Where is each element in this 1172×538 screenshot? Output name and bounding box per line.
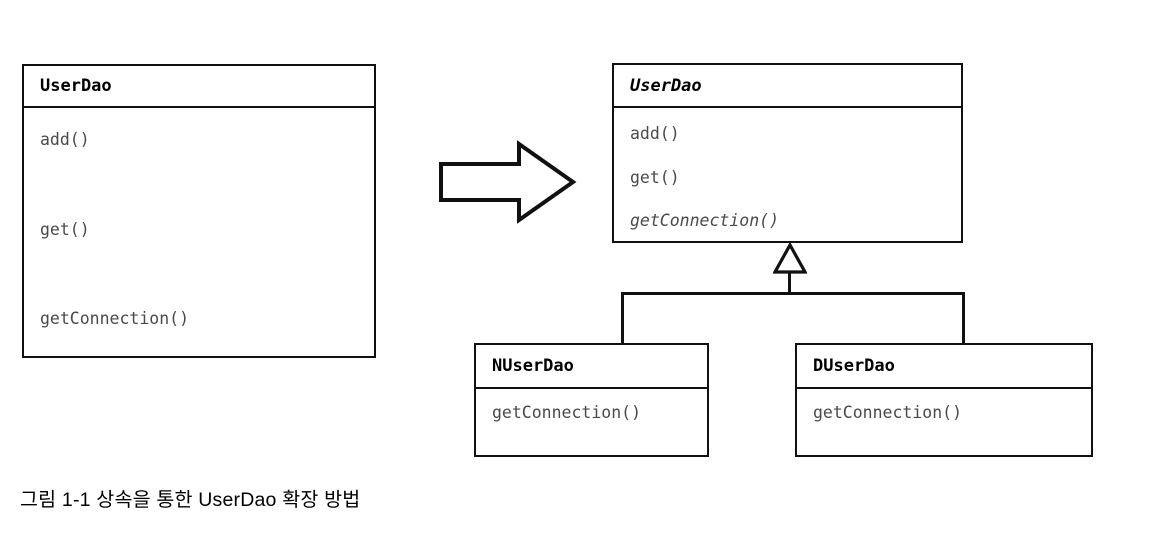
class-name-duserdao: DUserDao: [797, 345, 1091, 389]
generalization-triangle-icon: [773, 243, 807, 274]
class-name-userdao-abstract: UserDao: [614, 65, 961, 108]
member-add: add(): [40, 130, 90, 149]
class-members-userdao-abstract: add() get() getConnection(): [614, 108, 961, 241]
member-get: get(): [40, 220, 90, 239]
class-box-userdao-before: UserDao add() get() getConnection(): [22, 64, 376, 358]
generalization-drop-nuserdao: [621, 292, 624, 345]
class-members-nuserdao: getConnection(): [476, 389, 707, 455]
class-box-userdao-abstract: UserDao add() get() getConnection(): [612, 63, 963, 243]
member-getconnection: getConnection(): [40, 309, 190, 328]
class-members-duserdao: getConnection(): [797, 389, 1091, 455]
figure-caption: 그림 1-1 상속을 통한 UserDao 확장 방법: [20, 489, 361, 511]
member-getconnection: getConnection(): [492, 403, 642, 422]
class-name-userdao-before: UserDao: [24, 66, 374, 108]
member-get: get(): [630, 168, 680, 187]
transformation-arrow-icon: [439, 140, 577, 224]
member-getconnection-abstract: getConnection(): [630, 211, 780, 230]
class-box-duserdao: DUserDao getConnection(): [795, 343, 1093, 457]
member-add: add(): [630, 124, 680, 143]
class-members-userdao-before: add() get() getConnection(): [24, 108, 374, 356]
class-name-nuserdao: NUserDao: [476, 345, 707, 389]
generalization-drop-duserdao: [962, 292, 965, 345]
class-box-nuserdao: NUserDao getConnection(): [474, 343, 709, 457]
generalization-stem: [788, 271, 791, 294]
generalization-bar: [621, 292, 965, 295]
member-getconnection: getConnection(): [813, 403, 963, 422]
